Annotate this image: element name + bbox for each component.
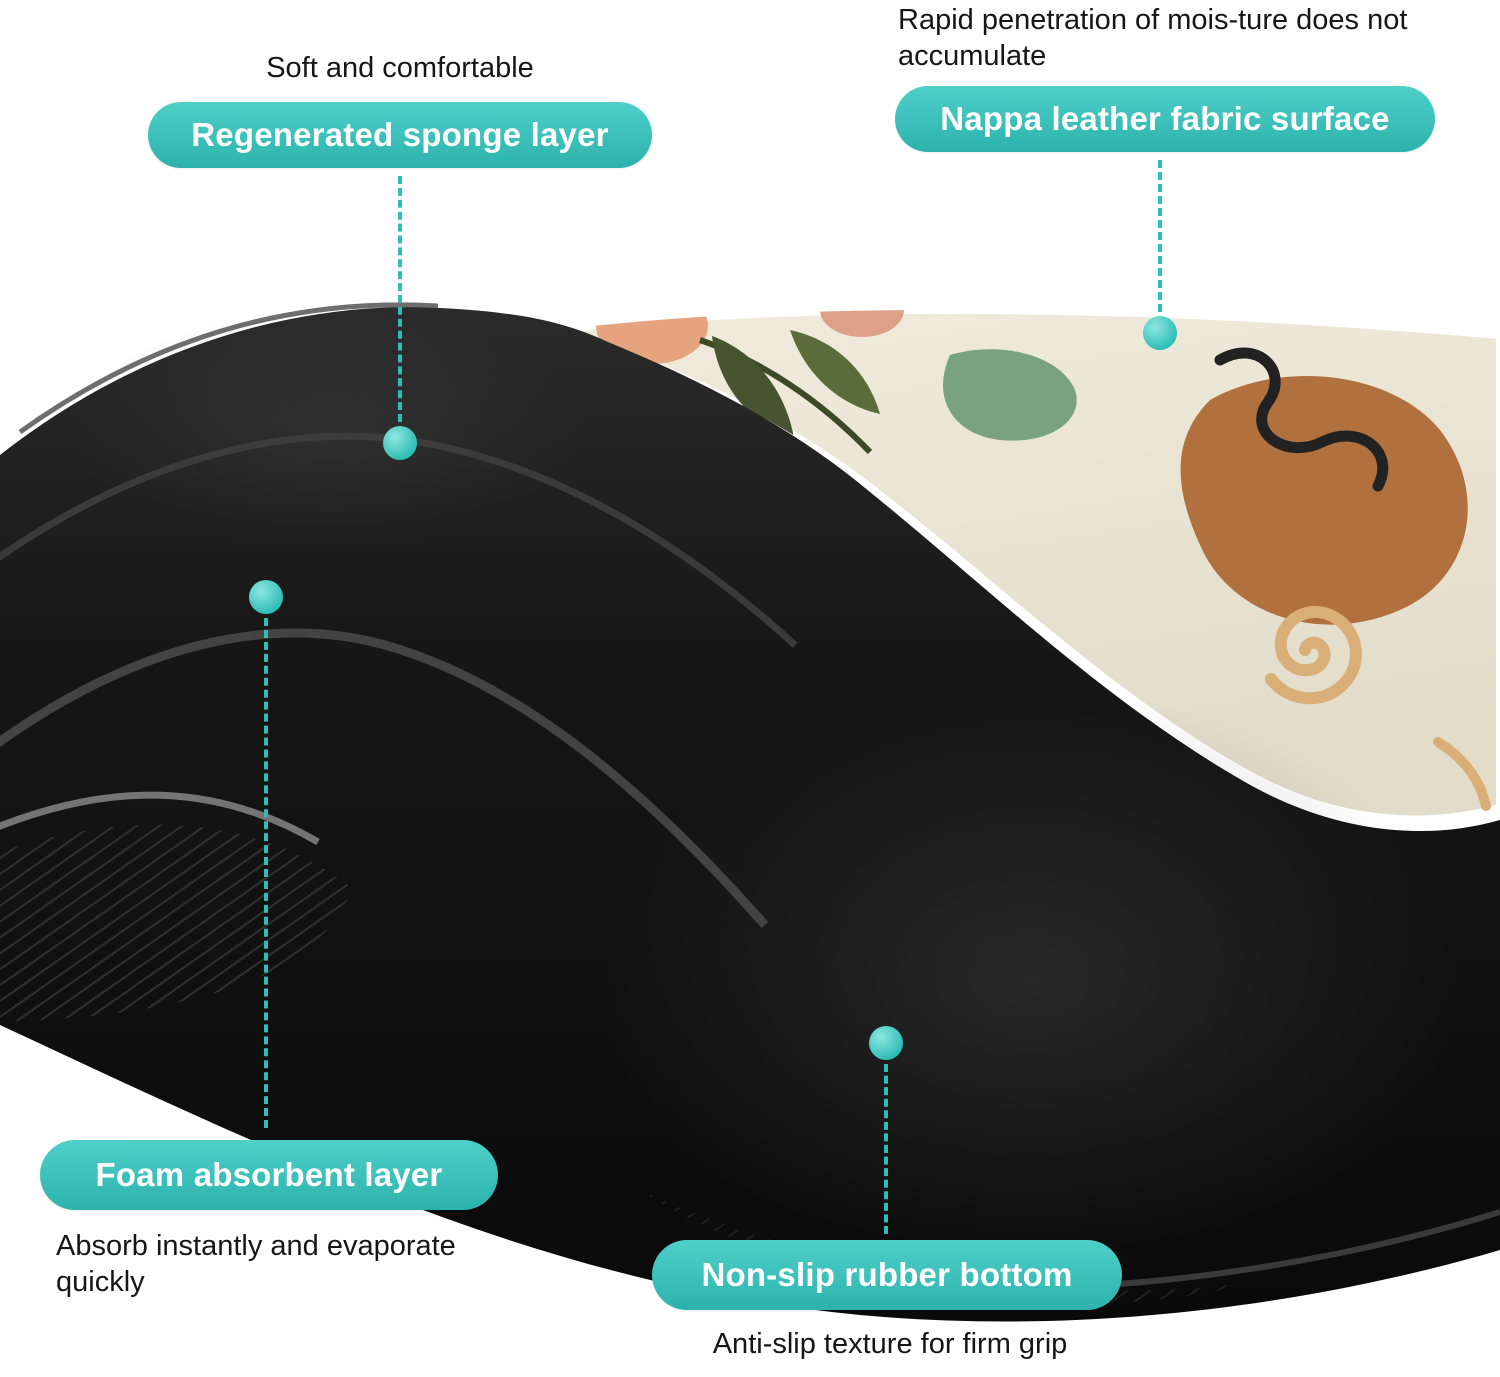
fabric-label-badge: Nappa leather fabric surface: [895, 86, 1435, 152]
rubber-edge-highlight: [0, 791, 320, 846]
mat-sheen: [70, 310, 590, 550]
crest-highlight: [18, 302, 439, 435]
rubber-leader-line: [884, 1064, 888, 1234]
layer-seam-2: [0, 628, 769, 928]
fabric-leader-line: [1158, 160, 1162, 312]
foam-label-badge: Foam absorbent layer: [40, 1140, 498, 1210]
rubber-anchor-dot: [869, 1026, 903, 1060]
peach-shape: [596, 309, 708, 364]
spiral-shape: [1265, 606, 1362, 705]
tan-arc-shape: [1433, 737, 1491, 811]
fabric-anchor-dot: [1143, 316, 1177, 350]
rubber-caption: Anti-slip texture for firm grip: [712, 1328, 1068, 1360]
terracotta-blob-shape: [1180, 376, 1468, 625]
sponge-label-badge: Regenerated sponge layer: [148, 102, 652, 168]
foam-leader-line: [264, 618, 268, 1128]
foam-caption: Absorb instantly and evaporate quickly: [56, 1230, 456, 1298]
sponge-leader-line: [398, 176, 402, 422]
mat-sheen: [600, 690, 1460, 1270]
sage-blob-shape: [943, 349, 1077, 441]
sponge-caption: Soft and comfortable: [266, 52, 534, 84]
layer-seam-1: [0, 432, 798, 648]
foam-anchor-dot: [249, 580, 283, 614]
leaf-shape: [790, 330, 880, 414]
surface-pattern: [596, 309, 1491, 811]
squiggle-shape: [1214, 347, 1389, 492]
rubber-label-badge: Non-slip rubber bottom: [652, 1240, 1122, 1310]
fabric-caption: Rapid penetration of mois-ture does not …: [898, 4, 1408, 72]
leaf-shape: [712, 336, 794, 438]
sponge-anchor-dot: [383, 426, 417, 460]
